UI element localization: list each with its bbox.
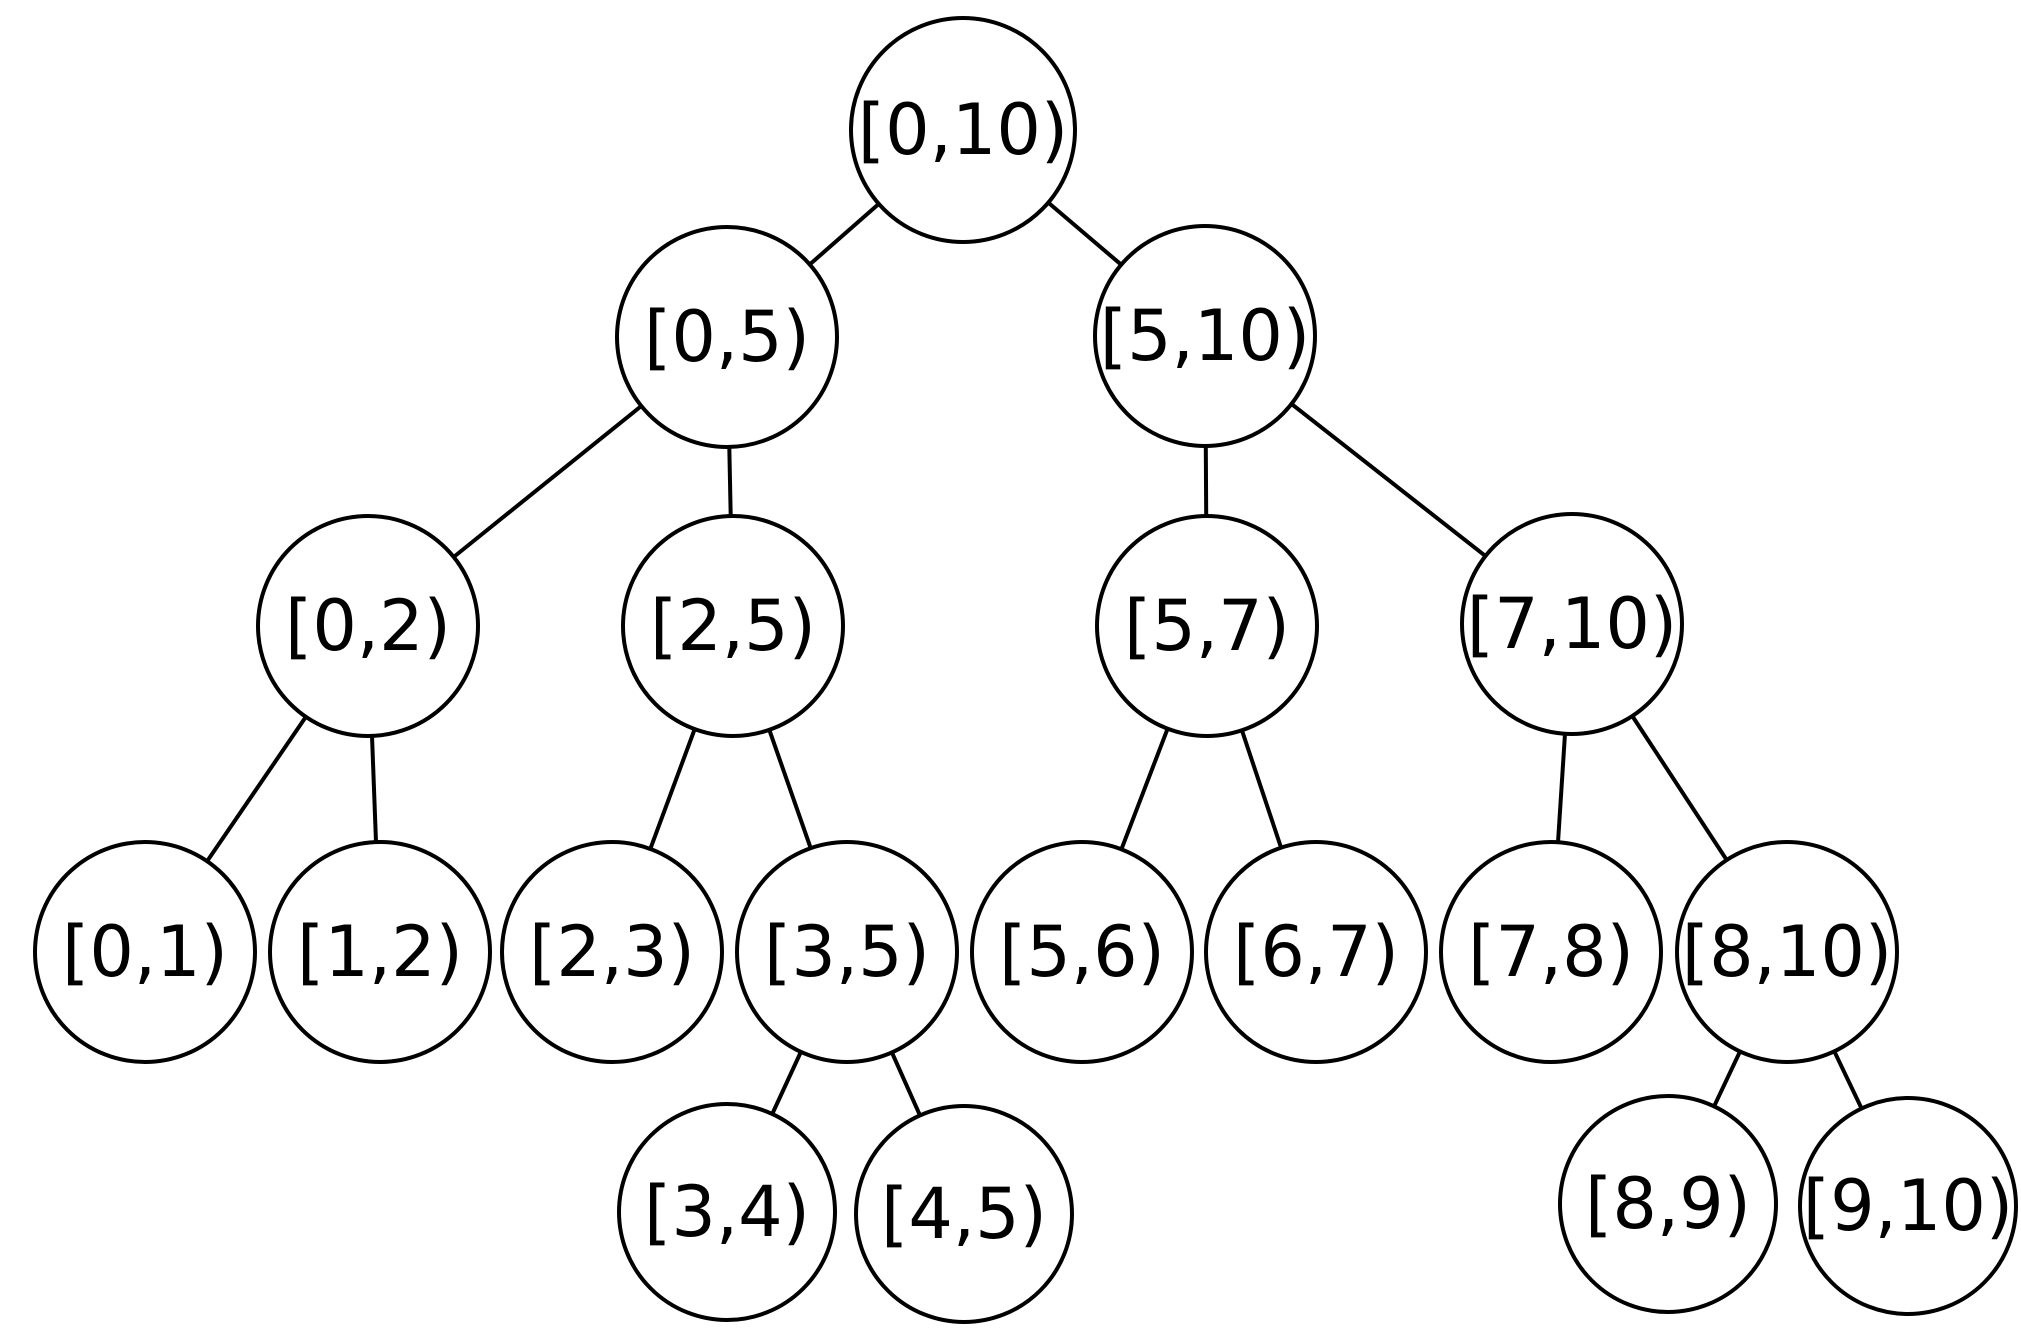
- node-9-10: [9,10): [1798, 1096, 2018, 1316]
- node-0-5: [0,5): [615, 225, 839, 449]
- node-label: [0,10): [858, 89, 1068, 171]
- node-label: [8,10): [1682, 911, 1892, 993]
- node-circle: [1798, 1096, 2018, 1316]
- node-circle: [256, 514, 480, 738]
- edge-0-2-to-1-2: [370, 735, 378, 843]
- node-2-3: [2,3): [500, 840, 724, 1064]
- node-circle: [1675, 840, 1899, 1064]
- node-label: [7,8): [1468, 911, 1634, 993]
- edges-layer: [205, 201, 1864, 1117]
- nodes-layer: [0,10) [0,5) [5,10) [0,2) [2,5) [5,7) [7…: [33, 16, 2018, 1324]
- node-7-10: [7,10): [1460, 512, 1684, 736]
- node-circle: [268, 840, 492, 1064]
- node-label: [5,6): [999, 911, 1165, 993]
- node-5-6: [5,6): [970, 840, 1194, 1064]
- edge-0-10-to-5-10: [1047, 201, 1123, 267]
- node-label: [5,10): [1100, 295, 1310, 377]
- node-2-5: [2,5): [621, 514, 845, 738]
- node-label: [9,10): [1803, 1165, 2013, 1247]
- node-circle: [500, 840, 724, 1064]
- node-circle: [1439, 840, 1663, 1064]
- node-label: [0,2): [285, 585, 451, 667]
- edge-3-5-to-4-5: [890, 1051, 922, 1117]
- node-label: [7,10): [1467, 583, 1677, 665]
- node-circle: [1558, 1094, 1778, 1314]
- edge-0-2-to-0-1: [205, 715, 308, 863]
- edge-3-5-to-3-4: [770, 1051, 803, 1115]
- node-0-2: [0,2): [256, 514, 480, 738]
- node-circle: [1204, 840, 1428, 1064]
- node-label: [5,7): [1124, 585, 1290, 667]
- edge-0-10-to-0-5: [808, 202, 881, 267]
- node-0-1: [0,1): [33, 840, 257, 1064]
- node-label: [2,3): [529, 911, 695, 993]
- edge-5-10-to-7-10: [1290, 402, 1487, 558]
- node-label: [2,5): [650, 585, 816, 667]
- node-label: [1,2): [297, 911, 463, 993]
- node-circle: [735, 840, 959, 1064]
- node-8-9: [8,9): [1558, 1094, 1778, 1314]
- edge-0-5-to-2-5: [727, 446, 733, 517]
- edge-7-10-to-7-8: [1556, 733, 1567, 843]
- edge-5-7-to-5-6: [1119, 727, 1170, 851]
- edge-2-5-to-3-5: [767, 729, 813, 849]
- edge-8-10-to-8-9: [1712, 1050, 1742, 1108]
- node-6-7: [6,7): [1204, 840, 1428, 1064]
- node-3-4: [3,4): [617, 1102, 837, 1322]
- node-circle: [33, 840, 257, 1064]
- node-circle: [621, 514, 845, 738]
- node-3-5: [3,5): [735, 840, 959, 1064]
- node-circle: [615, 225, 839, 449]
- node-circle: [617, 1102, 837, 1322]
- node-5-10: [5,10): [1093, 224, 1317, 448]
- edge-8-10-to-9-10: [1832, 1050, 1864, 1110]
- node-circle: [1093, 224, 1317, 448]
- node-label: [3,4): [644, 1171, 810, 1253]
- node-circle: [849, 16, 1077, 244]
- edge-2-5-to-2-3: [648, 728, 697, 850]
- node-0-10: [0,10): [849, 16, 1077, 244]
- edge-5-7-to-6-7: [1240, 729, 1283, 849]
- node-5-7: [5,7): [1095, 514, 1319, 738]
- node-8-10: [8,10): [1675, 840, 1899, 1064]
- node-label: [8,9): [1585, 1163, 1751, 1245]
- node-circle: [1095, 514, 1319, 738]
- node-label: [0,1): [62, 911, 228, 993]
- node-7-8: [7,8): [1439, 840, 1663, 1064]
- node-circle: [854, 1104, 1074, 1324]
- node-4-5: [4,5): [854, 1104, 1074, 1324]
- node-circle: [1460, 512, 1684, 736]
- node-label: [0,5): [644, 296, 810, 378]
- node-label: [3,5): [764, 911, 930, 993]
- node-label: [4,5): [881, 1173, 1047, 1255]
- edge-7-10-to-8-10: [1630, 714, 1729, 862]
- node-1-2: [1,2): [268, 840, 492, 1064]
- node-circle: [970, 840, 1194, 1064]
- node-label: [6,7): [1233, 911, 1399, 993]
- edge-0-5-to-0-2: [452, 404, 643, 559]
